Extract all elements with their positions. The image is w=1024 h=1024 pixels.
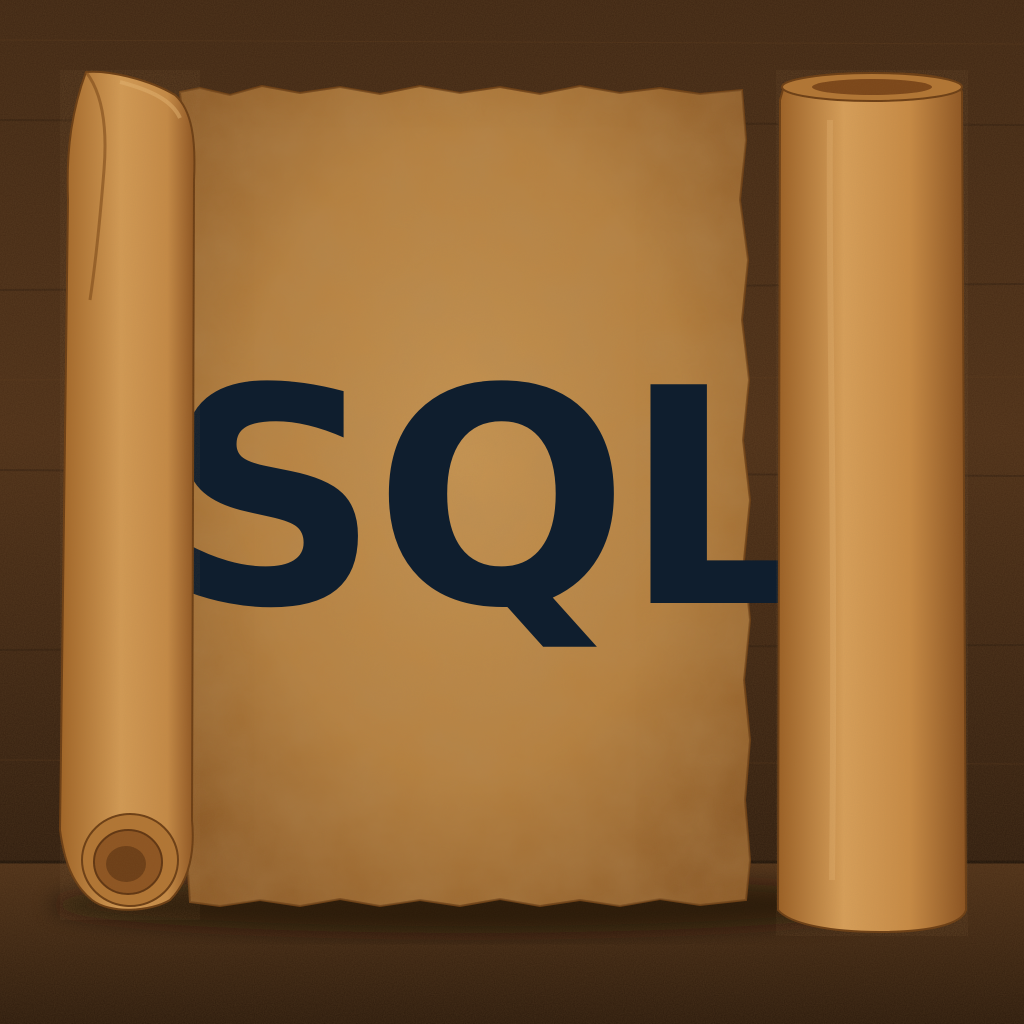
right-scroll-roll — [776, 70, 968, 936]
left-scroll-roll — [58, 70, 200, 920]
scroll-title: SQL — [164, 325, 811, 674]
parchment-sheet — [178, 84, 752, 908]
